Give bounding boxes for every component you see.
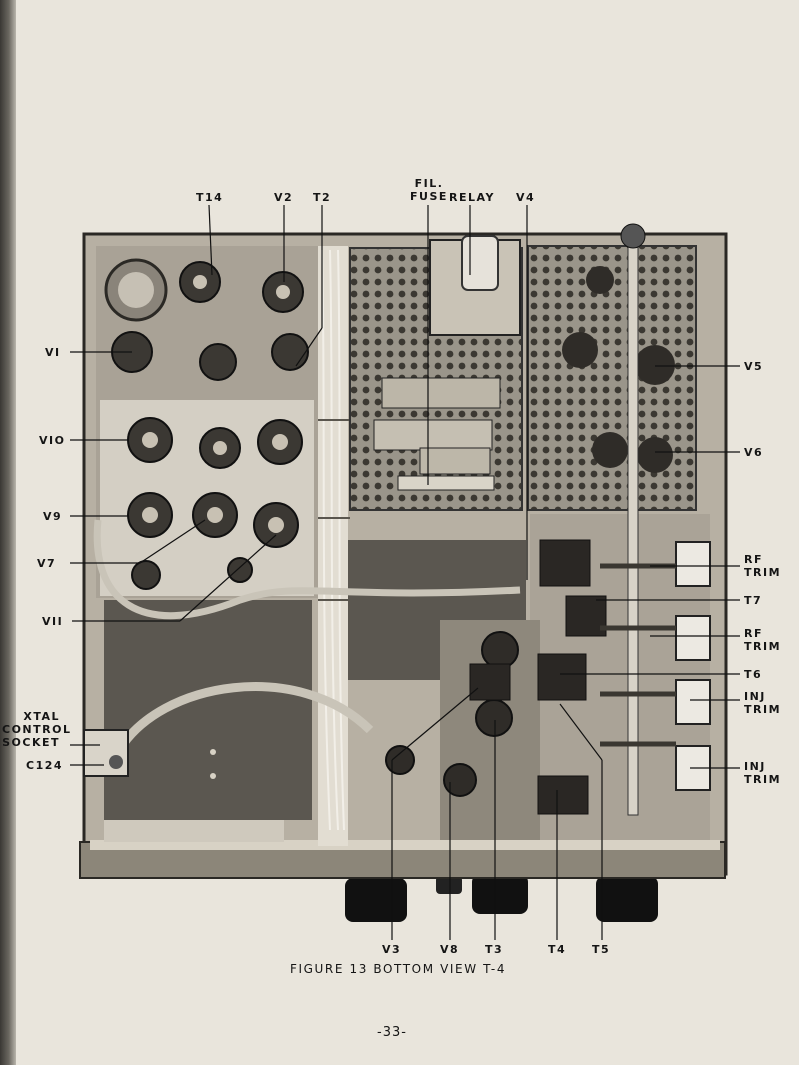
label-xtal-line3: SOCKET (2, 736, 60, 749)
label-t4: T4 (548, 943, 567, 956)
scan-binding-edge (0, 0, 16, 1065)
label-v11: VII (42, 615, 64, 628)
label-v6: V6 (744, 446, 764, 459)
label-t2: T2 (313, 191, 332, 204)
label-xtal-line1: XTAL (23, 710, 60, 723)
label-fil-fuse-line2: FUSE (410, 190, 448, 203)
figure-caption: FIGURE 13 BOTTOM VIEW T-4 (290, 962, 507, 976)
label-t14: T14 (196, 191, 224, 204)
page-number: -33- (377, 1025, 407, 1040)
label-v7: V7 (37, 557, 57, 570)
label-rf-trim-upper-line1: RF (744, 553, 763, 566)
label-v4: V4 (516, 191, 536, 204)
label-fil-fuse-line1: FIL. (414, 177, 444, 190)
label-t6: T6 (744, 668, 763, 681)
label-xtal-control-socket: XTAL CONTROL SOCKET (2, 710, 72, 749)
callout-leaders (70, 204, 740, 940)
label-rf-trim-lower-line1: RF (744, 627, 763, 640)
label-inj-trim-lower-line2: TRIM (744, 773, 782, 786)
label-rf-trim-lower: RF TRIM (744, 627, 781, 653)
label-v2: V2 (274, 191, 294, 204)
label-inj-trim-lower: INJ TRIM (744, 760, 781, 786)
label-rf-trim-lower-line2: TRIM (744, 640, 782, 653)
label-v5: V5 (744, 360, 764, 373)
label-c124: C124 (26, 759, 64, 772)
label-inj-trim-lower-line1: INJ (744, 760, 766, 773)
label-relay: RELAY (449, 191, 495, 204)
label-fil-fuse: FIL. FUSE (406, 177, 452, 203)
label-t7: T7 (744, 594, 763, 607)
label-inj-trim-upper-line2: TRIM (744, 703, 782, 716)
lower-left-panel (104, 600, 312, 820)
label-t3: T3 (485, 943, 504, 956)
label-v8: V8 (440, 943, 460, 956)
label-t5: T5 (592, 943, 611, 956)
label-inj-trim-upper-line1: INJ (744, 690, 766, 703)
label-xtal-line2: CONTROL (2, 723, 72, 736)
label-v1: VI (45, 346, 61, 359)
label-rf-trim-upper-line2: TRIM (744, 566, 782, 579)
label-v3: V3 (382, 943, 402, 956)
label-v10: VIO (39, 434, 66, 447)
label-v9: V9 (43, 510, 63, 523)
label-rf-trim-upper: RF TRIM (744, 553, 781, 579)
label-inj-trim-upper: INJ TRIM (744, 690, 781, 716)
